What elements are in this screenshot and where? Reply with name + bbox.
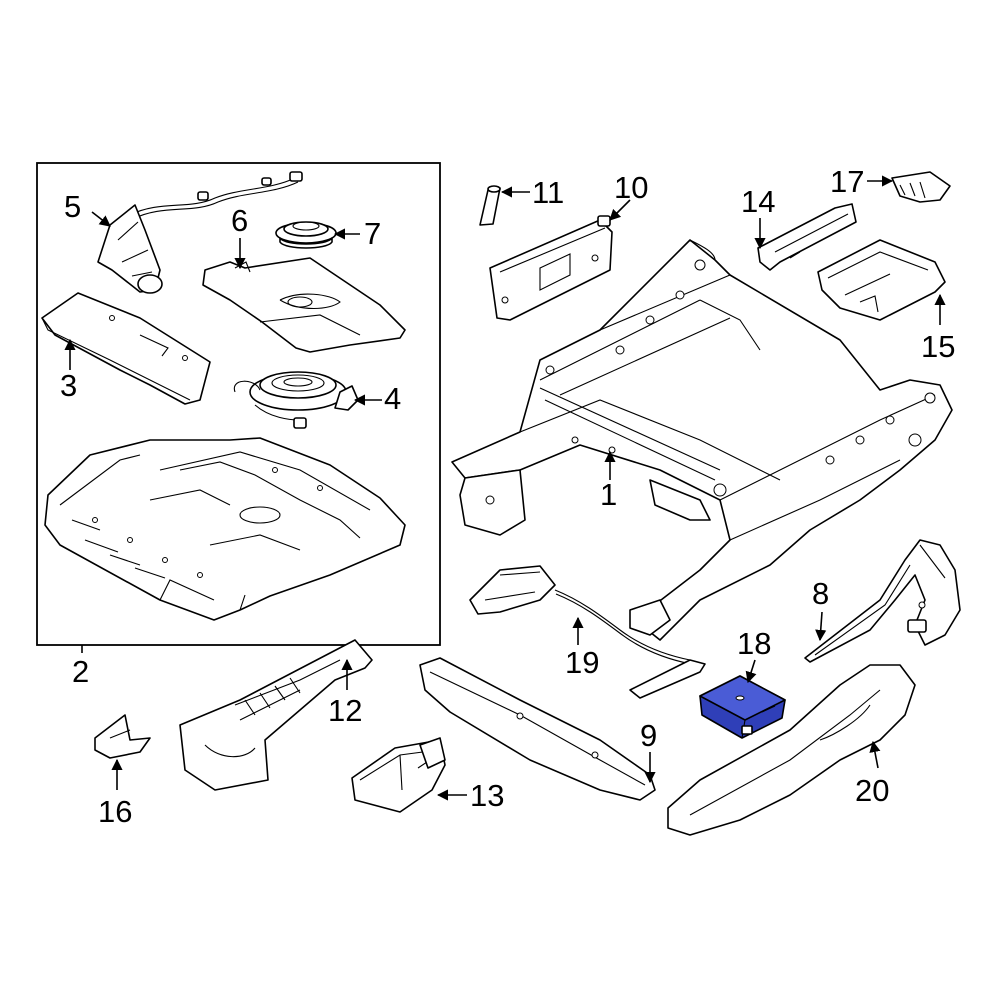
part-12-rail-cover[interactable] bbox=[179, 639, 373, 791]
callout-6[interactable]: 6 bbox=[231, 203, 248, 238]
callout-7[interactable]: 7 bbox=[364, 216, 381, 251]
cushion-kit-group-box bbox=[36, 162, 441, 653]
callout-13[interactable]: 13 bbox=[470, 778, 504, 813]
callout-2[interactable]: 2 bbox=[72, 654, 89, 689]
leader-lines bbox=[64, 175, 946, 801]
callout-5[interactable]: 5 bbox=[64, 189, 81, 224]
part-6-panel[interactable] bbox=[202, 257, 406, 353]
callout-1[interactable]: 1 bbox=[600, 477, 617, 512]
part-17-clip[interactable] bbox=[891, 171, 951, 203]
part-14-bracket[interactable] bbox=[757, 203, 857, 271]
part-4-speaker[interactable] bbox=[233, 371, 359, 429]
part-18-module-highlighted[interactable] bbox=[699, 675, 786, 739]
callout-4[interactable]: 4 bbox=[384, 381, 401, 416]
callout-12[interactable]: 12 bbox=[328, 693, 362, 728]
callout-9[interactable]: 9 bbox=[640, 718, 657, 753]
callout-8[interactable]: 8 bbox=[812, 576, 829, 611]
part-15-cover[interactable] bbox=[817, 239, 946, 321]
callout-14[interactable]: 14 bbox=[741, 184, 775, 219]
callout-10[interactable]: 10 bbox=[614, 170, 648, 205]
part-19-cable[interactable] bbox=[469, 565, 706, 699]
callout-15[interactable]: 15 bbox=[921, 329, 955, 364]
callout-11[interactable]: 11 bbox=[532, 175, 564, 210]
callout-18[interactable]: 18 bbox=[737, 626, 771, 661]
part-3-board[interactable] bbox=[41, 292, 211, 405]
part-10-module[interactable] bbox=[489, 215, 613, 321]
callout-19[interactable]: 19 bbox=[565, 645, 599, 680]
part-5-harness[interactable] bbox=[97, 171, 303, 294]
callout-labels: 1 2 3 4 5 6 7 8 9 10 11 12 13 14 15 16 1… bbox=[60, 164, 955, 829]
part-13-block[interactable] bbox=[351, 737, 446, 813]
part-11-pin[interactable] bbox=[479, 185, 501, 226]
part-8-trim[interactable] bbox=[804, 539, 961, 663]
part-16-bracket[interactable] bbox=[94, 714, 151, 759]
part-2-cushion[interactable] bbox=[44, 437, 406, 621]
part-9-rail[interactable] bbox=[419, 657, 656, 801]
callout-16[interactable]: 16 bbox=[98, 794, 132, 829]
part-1-seat-frame[interactable] bbox=[451, 239, 953, 641]
part-7-grommet[interactable] bbox=[275, 221, 337, 249]
callout-3[interactable]: 3 bbox=[60, 368, 77, 403]
part-20-side-shield[interactable] bbox=[667, 664, 916, 836]
callout-17[interactable]: 17 bbox=[830, 164, 864, 199]
callout-20[interactable]: 20 bbox=[855, 773, 889, 808]
